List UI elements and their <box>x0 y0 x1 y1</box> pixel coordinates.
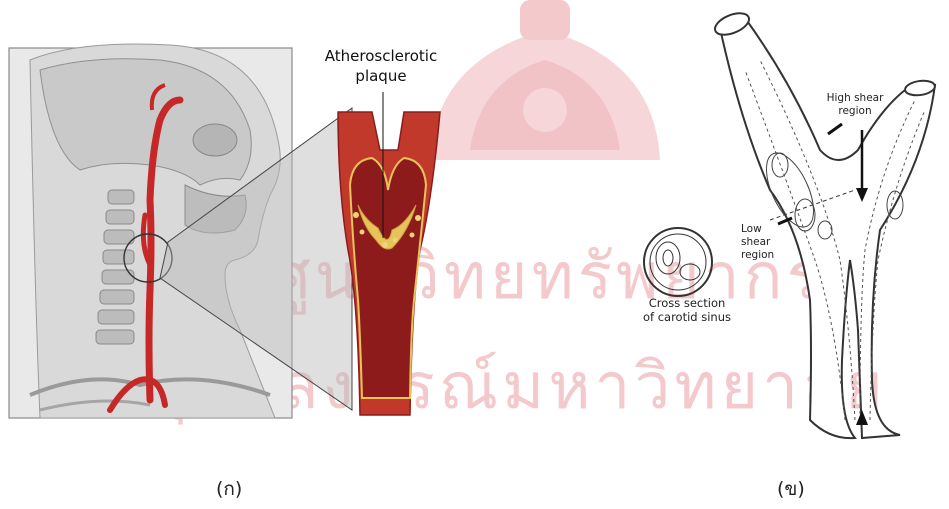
artery-lumen <box>350 158 426 398</box>
eye-socket <box>193 124 237 156</box>
artery-cross-section <box>338 92 440 415</box>
panel-a-caption: (ก) <box>216 474 242 504</box>
carotid-cross-section <box>644 228 712 296</box>
panel-b-caption: (ข) <box>777 474 805 504</box>
low-shear-label-line-1: Low <box>741 223 762 236</box>
cross-section-label-line-2: of carotid sinus <box>622 311 752 324</box>
high-shear-label-line-1: High shear <box>815 92 895 105</box>
plaque-label-line-1: Atherosclerotic <box>306 46 456 66</box>
high-shear-label-line-2: region <box>815 105 895 118</box>
panel-b-bifurcation <box>644 9 936 438</box>
cross-section-label-line-1: Cross section <box>622 297 752 310</box>
low-shear-label-line-2: shear <box>741 236 770 249</box>
plaque-label-line-2: plaque <box>306 66 456 86</box>
low-shear-label-line-3: region <box>741 249 774 262</box>
